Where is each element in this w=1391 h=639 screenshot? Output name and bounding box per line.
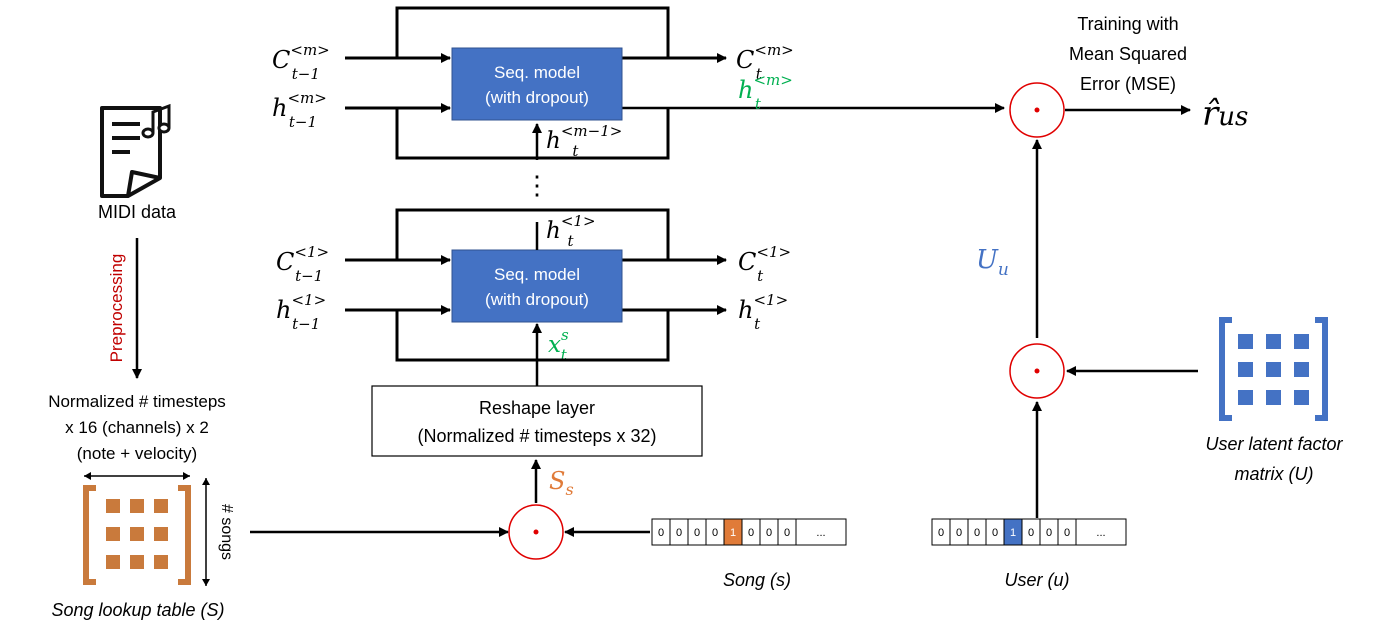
multiply-node-icon — [1009, 343, 1065, 399]
reshape-layer — [371, 385, 703, 457]
song-vector-label: Song (s) — [723, 570, 791, 590]
user-matrix-line1: User latent factor — [1205, 434, 1343, 454]
user-vector-cell-value: 0 — [1028, 527, 1034, 539]
training-line2: Mean Squared — [1069, 44, 1187, 64]
song-matrix-icon — [83, 485, 191, 585]
bottom-cell-loop-top — [395, 208, 670, 260]
normalized-line2: x 16 (channels) x 2 — [65, 418, 209, 437]
h-out-top-label: h<m>t — [738, 71, 793, 113]
song-vector-cell — [795, 518, 847, 546]
song-vector-cell-value: ... — [816, 527, 825, 539]
song-table-label: Song lookup table (S) — [51, 600, 224, 620]
reshape-line1: Reshape layer — [479, 398, 595, 418]
seq-top-line1: Seq. model — [494, 63, 580, 82]
c-in-bottom-label: C<1>t−1 — [276, 243, 329, 285]
h-one-label: h<1>t — [546, 212, 596, 250]
seq-bottom-line1: Seq. model — [494, 265, 580, 284]
h-in-bottom-label: h<1>t−1 — [276, 291, 326, 333]
multiply-node-icon — [508, 504, 564, 560]
ss-label: Ss — [549, 467, 574, 499]
song-vector-cell-value: 0 — [694, 527, 700, 539]
c-in-top-label: C<m>t−1 — [272, 41, 330, 83]
normalized-line3: (note + velocity) — [77, 444, 197, 463]
song-vector-cell-value: 0 — [784, 527, 790, 539]
uu-label: Uu — [976, 245, 1009, 280]
song-vector-cell-value: 0 — [766, 527, 772, 539]
user-vector-cell-value: 0 — [938, 527, 944, 539]
song-vector-cell-value: 0 — [748, 527, 754, 539]
h-mid-label: h<m−1>t — [546, 122, 622, 160]
user-vector-cell-value: 0 — [956, 527, 962, 539]
bottom-cell-loop-bottom — [395, 310, 670, 362]
c-out-bottom-label: C<1>t — [738, 243, 791, 285]
seq-bottom-line2: (with dropout) — [485, 290, 589, 309]
user-vector-cell-value: 0 — [1046, 527, 1052, 539]
user-matrix-icon — [1219, 317, 1328, 421]
seq-model-top — [451, 47, 623, 121]
seq-model-bottom — [451, 249, 623, 323]
user-vector-cell-value: 1 — [1010, 527, 1016, 539]
multiply-node-icon — [1009, 82, 1065, 138]
user-vector-cell-value: 0 — [974, 527, 980, 539]
h-in-top-label: h<m>t−1 — [272, 89, 327, 131]
song-vector-cell-value: 0 — [658, 527, 664, 539]
song-vector-cell-value: 0 — [712, 527, 718, 539]
user-vector-cell — [1075, 518, 1127, 546]
normalized-line1: Normalized # timesteps — [48, 392, 226, 411]
preprocessing-label: Preprocessing — [107, 254, 126, 363]
training-line3: Error (MSE) — [1080, 74, 1176, 94]
top-cell-loop-bottom — [395, 108, 670, 160]
midi-document-icon — [100, 103, 171, 198]
user-matrix-line2: matrix (U) — [1235, 464, 1314, 484]
midi-label: MIDI data — [98, 202, 177, 222]
song-vector-cell-value: 0 — [676, 527, 682, 539]
reshape-line2: (Normalized # timesteps x 32) — [417, 426, 656, 446]
r-hat-label: r̂us — [1202, 94, 1248, 134]
h-out-bottom-label: h<1>t — [738, 291, 788, 333]
ellipsis-dots: ⋮ — [524, 170, 550, 200]
c-out-top-label: C<m>t — [736, 41, 794, 83]
top-cell-loop-top — [395, 6, 670, 58]
seq-top-line2: (with dropout) — [485, 88, 589, 107]
user-vector-label: User (u) — [1004, 570, 1069, 590]
user-vector-cell-value: ... — [1096, 527, 1105, 539]
user-vector-cell-value: 0 — [1064, 527, 1070, 539]
user-vector-cell-value: 0 — [992, 527, 998, 539]
song-vector-cell-value: 1 — [730, 527, 736, 539]
songs-dim-label: # songs — [218, 504, 235, 560]
training-line1: Training with — [1077, 14, 1178, 34]
